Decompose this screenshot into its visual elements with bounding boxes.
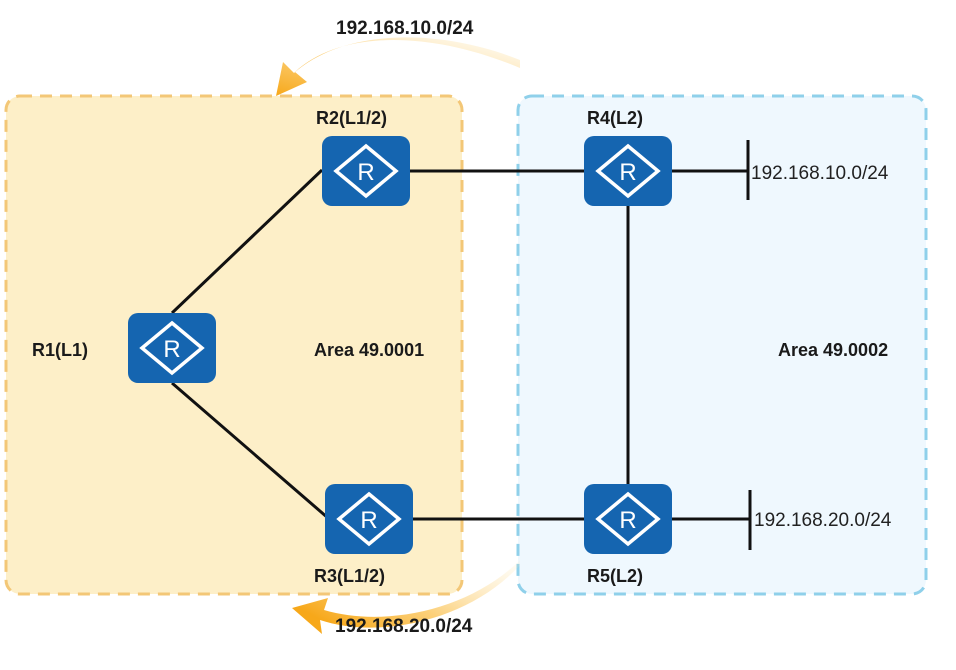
- route-arrow-top: [276, 37, 520, 96]
- router-icon: R: [595, 143, 661, 199]
- links: [170, 140, 752, 550]
- route-arrow-label-bottom: 192.168.20.0/24: [335, 616, 473, 637]
- router-icon: R: [336, 491, 402, 547]
- network-label-20: 192.168.20.0/24: [754, 510, 892, 531]
- router-label-r1: R1(L1): [32, 340, 89, 360]
- router-icon: R: [333, 143, 399, 199]
- svg-text:R: R: [357, 159, 374, 186]
- router-r2[interactable]: R: [322, 136, 410, 206]
- router-icon: R: [595, 491, 661, 547]
- area-label-1: Area 49.0001: [314, 340, 425, 360]
- area-49-0002-box: [516, 94, 928, 596]
- svg-text:R: R: [619, 159, 636, 186]
- route-arrow-label-top: 192.168.10.0/24: [336, 18, 474, 39]
- router-r5[interactable]: R: [584, 484, 672, 554]
- svg-text:R: R: [163, 336, 180, 363]
- router-label-r2: R2(L1/2): [316, 108, 388, 128]
- link-r1-r3: [171, 381, 329, 520]
- router-label-r4: R4(L2): [587, 108, 644, 128]
- router-r4[interactable]: R: [584, 136, 672, 206]
- route-arrow-bottom: [292, 560, 520, 634]
- network-label-10: 192.168.10.0/24: [751, 163, 889, 184]
- area-49-0001-box: [4, 94, 464, 596]
- svg-text:R: R: [619, 507, 636, 534]
- svg-text:R: R: [360, 507, 377, 534]
- area-label-2: Area 49.0002: [778, 340, 889, 360]
- router-label-r3: R3(L1/2): [314, 566, 386, 586]
- router-r3[interactable]: R: [325, 484, 413, 554]
- router-label-r5: R5(L2): [587, 566, 644, 586]
- link-r1-r2: [170, 168, 324, 315]
- router-icon: R: [139, 320, 205, 376]
- router-r1[interactable]: R: [128, 313, 216, 383]
